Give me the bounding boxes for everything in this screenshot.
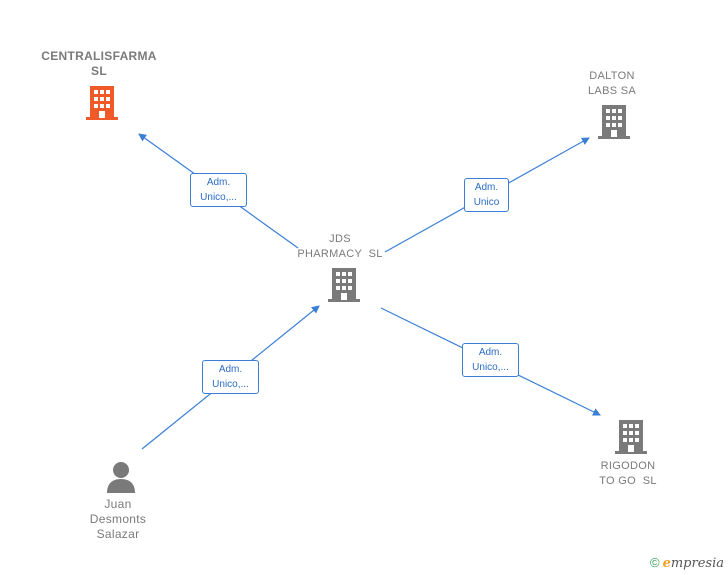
edge-label-line: Unico,...	[472, 362, 509, 373]
building-icon[interactable]	[615, 420, 647, 454]
node-label: RIGODON TO GO SL	[578, 459, 678, 489]
node-juan-desmonts-salazar[interactable]: Juan Desmonts Salazar	[68, 497, 168, 542]
edge-label-line: Unico,...	[212, 379, 249, 390]
node-jds-pharmacy[interactable]: JDS PHARMACY SL	[280, 232, 400, 262]
label-line: RIGODON	[600, 460, 656, 472]
label-line: CENTRALISFARMA	[41, 49, 157, 63]
edge-label-to-rigodon[interactable]: Adm. Unico,...	[462, 343, 519, 377]
edge-label-line: Unico,...	[200, 192, 237, 203]
label-line: PHARMACY SL	[297, 248, 383, 260]
label-line: JDS	[329, 233, 351, 245]
copyright-icon: ©	[649, 555, 660, 570]
building-icon[interactable]	[598, 105, 630, 139]
edge-label-to-dalton[interactable]: Adm. Unico	[464, 178, 509, 212]
edge-label-line: Adm.	[478, 347, 503, 358]
node-rigodon[interactable]: RIGODON TO GO SL	[578, 459, 678, 489]
edge-label-line: Adm.	[218, 364, 243, 375]
person-icon[interactable]	[106, 461, 136, 493]
edge-label-juan-to-jds[interactable]: Adm. Unico,...	[202, 360, 259, 394]
brand-logo-rest: mpresia	[670, 556, 724, 571]
node-label: CENTRALISFARMA SL	[29, 49, 169, 79]
node-label: Juan Desmonts Salazar	[68, 497, 168, 542]
label-line: Juan	[104, 497, 132, 511]
edge-label-line: Unico	[473, 197, 500, 208]
brand-logo-initial: e	[662, 556, 671, 571]
edge-label-to-centralisfarma[interactable]: Adm. Unico,...	[190, 173, 247, 207]
label-line: TO GO SL	[599, 475, 657, 487]
node-centralisfarma[interactable]: CENTRALISFARMA SL	[29, 49, 169, 79]
brand-logo: empresia	[663, 556, 724, 571]
node-label: JDS PHARMACY SL	[280, 232, 400, 262]
edge-label-line: Adm.	[206, 177, 231, 188]
building-icon[interactable]	[86, 86, 118, 120]
footer-brand: ©empresia	[650, 555, 724, 571]
node-dalton-labs[interactable]: DALTON LABS SA	[562, 69, 662, 99]
label-line: LABS SA	[588, 85, 636, 97]
node-label: DALTON LABS SA	[562, 69, 662, 99]
label-line: SL	[91, 64, 107, 78]
label-line: Salazar	[96, 527, 140, 541]
label-line: DALTON	[589, 70, 635, 82]
building-icon[interactable]	[328, 268, 360, 302]
edge-label-line: Adm.	[474, 182, 499, 193]
label-line: Desmonts	[89, 512, 147, 526]
